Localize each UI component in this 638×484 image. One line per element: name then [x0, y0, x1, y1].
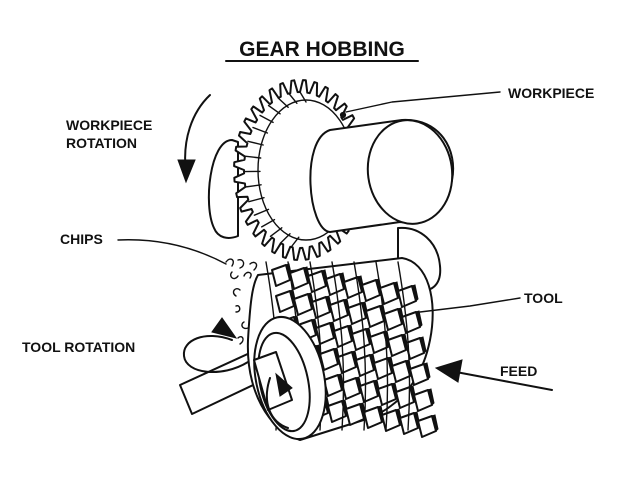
- tool-rotation-label: TOOL ROTATION: [22, 339, 135, 355]
- diagram-title: GEAR HOBBING: [239, 38, 405, 61]
- workpiece-label: WORKPIECE: [508, 85, 594, 101]
- chip: [236, 306, 240, 312]
- workpiece-back-hub: [209, 140, 238, 238]
- chip: [226, 259, 233, 266]
- workpiece-rotation-label-line2: ROTATION: [66, 135, 137, 151]
- chips-leader-line: [118, 240, 226, 264]
- workpiece-rotation-label-line1: WORKPIECE: [66, 117, 152, 133]
- tool-label: TOOL: [524, 290, 563, 306]
- chip: [250, 262, 257, 270]
- hob-tool: [180, 258, 438, 446]
- workpiece-gear: [209, 80, 459, 290]
- workpiece-leader-line: [346, 92, 500, 112]
- workpiece-center-mark: [340, 112, 345, 117]
- chip: [231, 272, 238, 279]
- chip: [244, 272, 251, 278]
- chip: [242, 322, 248, 328]
- tool-leader-line: [420, 298, 520, 312]
- chips-label: CHIPS: [60, 231, 103, 247]
- chip: [238, 337, 243, 344]
- chip: [233, 289, 240, 296]
- chip: [238, 260, 244, 268]
- workpiece-rotation-arrow: [178, 95, 210, 182]
- feed-label: FEED: [500, 363, 537, 379]
